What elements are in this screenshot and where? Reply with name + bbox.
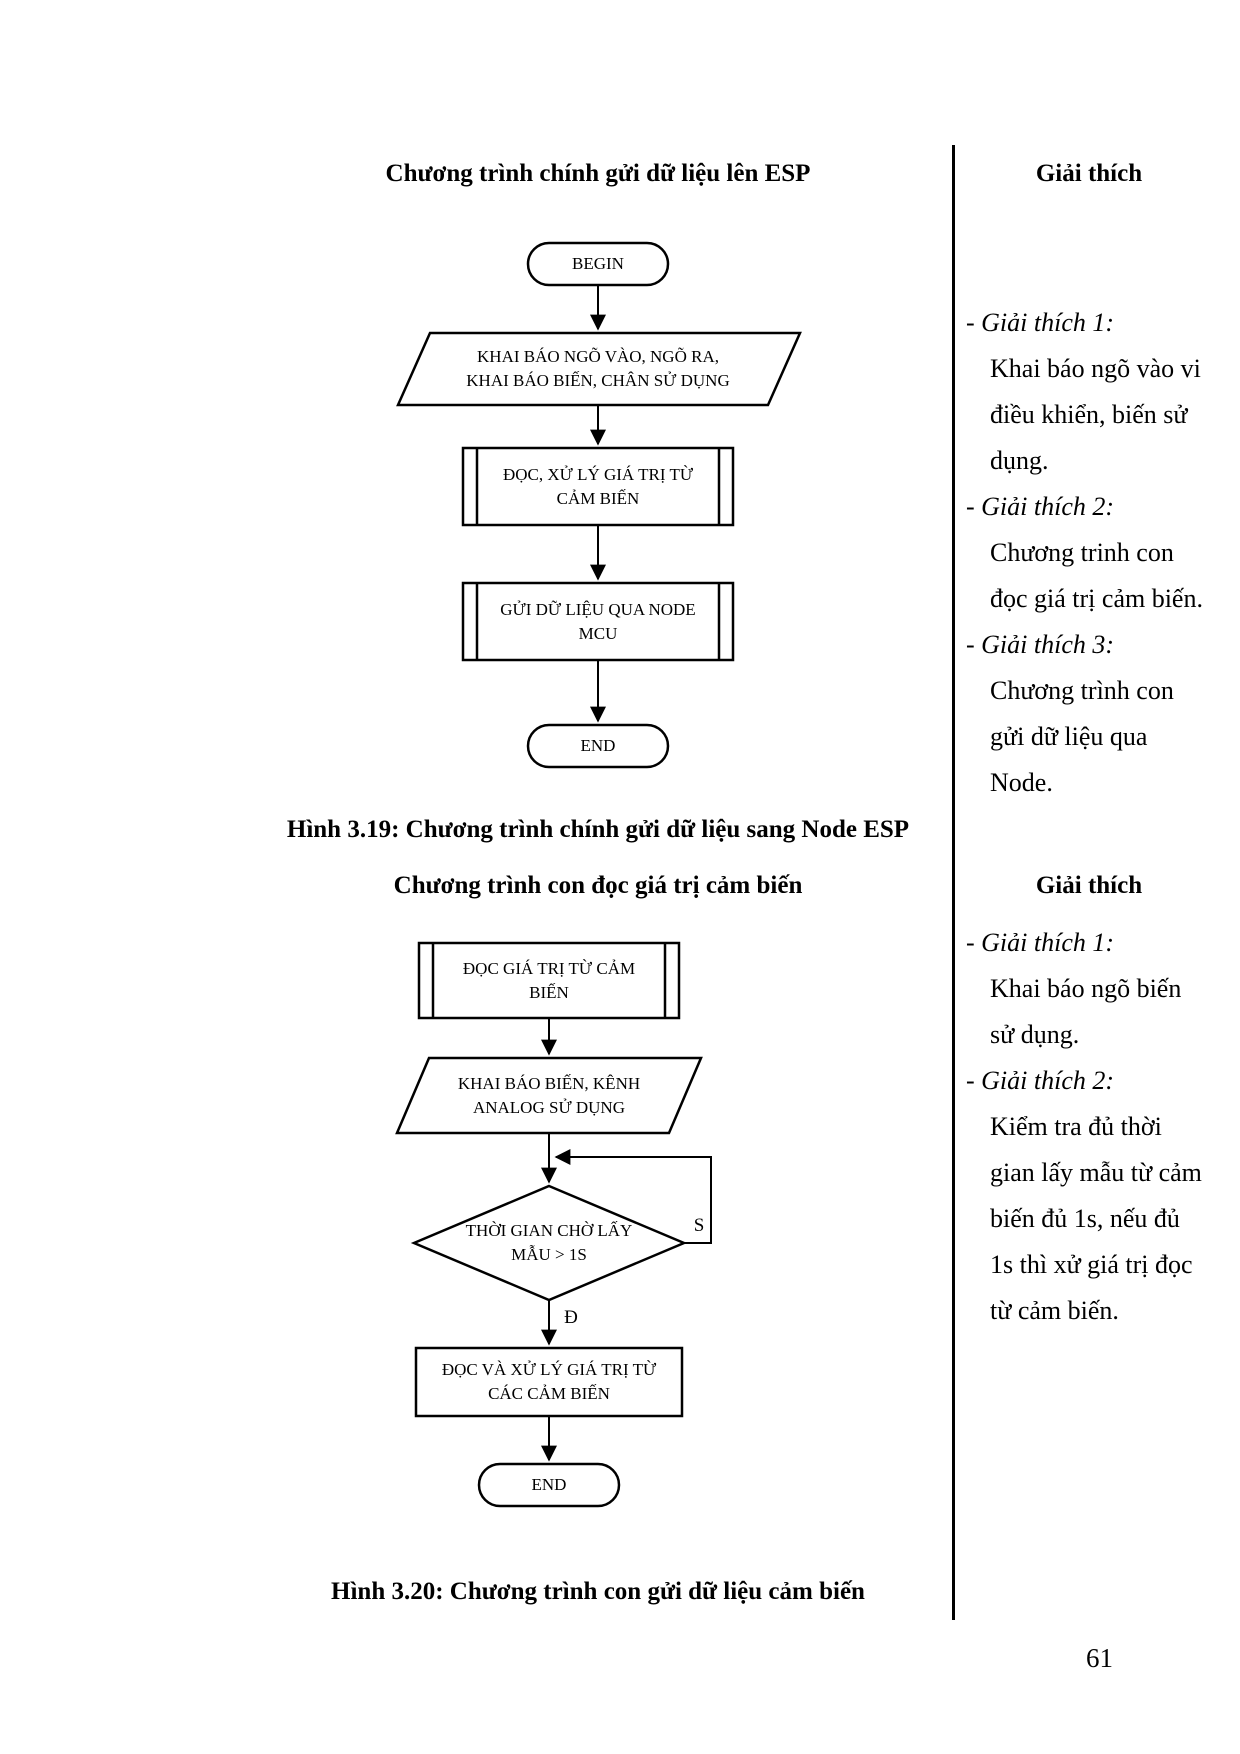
branch-label-no: S	[693, 1215, 705, 1236]
loop-back-connector	[554, 1149, 712, 1244]
note-title: - Giải thích 3:	[966, 630, 1115, 659]
process-rect-label: ĐỌC VÀ XỬ LÝ GIÁ TRỊ TỪ CÁC CẢM BIẾN	[441, 1360, 657, 1403]
page-number: 61	[1086, 1643, 1113, 1673]
read-subprocess-label: ĐỌC, XỬ LÝ GIÁ TRỊ TỪ CẢM BIẾN	[502, 464, 694, 508]
end-terminator-label: END	[531, 1475, 567, 1494]
read-subprocess-shape	[417, 941, 681, 1020]
send-subprocess-shape	[461, 581, 735, 662]
declare-parallelogram-shape	[396, 331, 802, 407]
section2-title: Chương trình con đọc giá trị cảm biến	[393, 872, 803, 899]
note-body: Khai báo ngõ biến sử dụng.	[990, 974, 1182, 1049]
declare-parallelogram-label: KHAI BÁO BIẾN, KÊNH ANALOG SỬ DỤNG	[457, 1073, 641, 1117]
figure-caption-3-20: Hình 3.20: Chương trình con gửi dữ liệu …	[331, 1578, 865, 1605]
figure-caption-3-19: Hình 3.19: Chương trình chính gửi dữ liệ…	[286, 816, 910, 843]
read-subprocess-label: ĐỌC GIÁ TRỊ TỪ CẢM BIẾN	[462, 958, 636, 1002]
process-rect-shape	[414, 1346, 684, 1418]
end-terminator-label: END	[580, 736, 616, 755]
note-body: Kiểm tra đủ thời gian lấy mẫu từ cảm biế…	[990, 1112, 1202, 1325]
note-item: - Giải thích 2: Kiểm tra đủ thời gian lấ…	[966, 1058, 1240, 1334]
column-divider	[952, 145, 955, 1620]
end-terminator-shape	[477, 1462, 621, 1508]
decision-diamond-label: THỜI GIAN CHỜ LẤY MẪU > 1S	[465, 1221, 633, 1264]
section2-explain-header: Giải thích	[1035, 872, 1143, 899]
begin-terminator-label: BEGIN	[572, 254, 624, 273]
declare-parallelogram-label: KHAI BÁO NGÕ VÀO, NGÕ RA, KHAI BÁO BIẾN,…	[466, 347, 730, 390]
section1-notes: - Giải thích 1: Khai báo ngõ vào vi điều…	[966, 300, 1240, 806]
branch-label-yes: Đ	[564, 1307, 578, 1328]
section1-explain-header: Giải thích	[1035, 160, 1143, 187]
flowchart-1	[396, 241, 802, 769]
note-title: - Giải thích 2:	[966, 492, 1115, 521]
section1-title: Chương trình chính gửi dữ liệu lên ESP	[385, 160, 811, 187]
note-title: - Giải thích 1:	[966, 308, 1115, 337]
read-subprocess-shape	[461, 446, 735, 527]
note-item: - Giải thích 1: Khai báo ngõ biến sử dụn…	[966, 920, 1240, 1058]
note-title: - Giải thích 1:	[966, 928, 1115, 957]
note-body: Khai báo ngõ vào vi điều khiển, biến sử …	[990, 354, 1201, 475]
note-item: - Giải thích 1: Khai báo ngõ vào vi điều…	[966, 300, 1240, 484]
section2-notes: - Giải thích 1: Khai báo ngõ biến sử dụn…	[966, 920, 1240, 1334]
end-terminator-shape	[526, 723, 670, 769]
note-item: - Giải thích 2: Chương trinh con đọc giá…	[966, 484, 1240, 622]
send-subprocess-label: GỬI DỮ LIỆU QUA NODE MCU	[500, 599, 696, 643]
note-body: Chương trinh con đọc giá trị cảm biến.	[990, 538, 1203, 613]
note-title: - Giải thích 2:	[966, 1066, 1115, 1095]
note-item: - Giải thích 3: Chương trình con gửi dữ …	[966, 622, 1240, 806]
declare-parallelogram-shape	[395, 1056, 703, 1135]
flowchart-2	[395, 941, 712, 1508]
note-body: Chương trình con gửi dữ liệu qua Node.	[990, 676, 1174, 797]
